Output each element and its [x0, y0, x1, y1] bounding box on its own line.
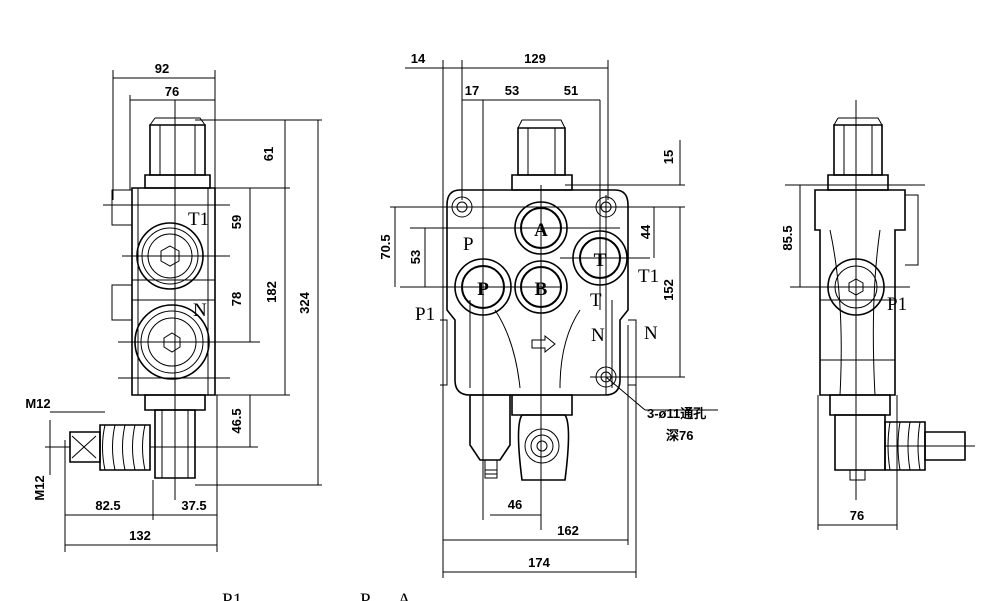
dim-92: 92	[155, 61, 169, 76]
label-p1: P1	[415, 304, 435, 325]
dim-132: 132	[129, 528, 151, 543]
dim-46-5: 46.5	[229, 408, 244, 433]
dim-324: 324	[297, 291, 312, 313]
dim-85-5: 85.5	[780, 225, 795, 250]
right-side-view	[785, 100, 975, 530]
dim-15: 15	[661, 150, 676, 164]
dim-m12-side: M12	[32, 475, 47, 500]
label-p1-right: P1	[887, 294, 907, 315]
label-p: P	[463, 234, 474, 255]
partial-label-p-a: P — A	[360, 590, 411, 601]
label-t1: T1	[188, 209, 209, 230]
partial-label-p1: P1	[222, 590, 242, 601]
dim-17: 17	[465, 83, 479, 98]
dim-182: 182	[264, 281, 279, 303]
dim-129: 129	[524, 51, 546, 66]
dim-82-5: 82.5	[95, 498, 120, 513]
dim-174: 174	[528, 555, 550, 570]
port-b-label: B	[535, 279, 548, 300]
label-t: T	[590, 290, 602, 311]
port-p-label: P	[477, 279, 489, 300]
dim-61: 61	[261, 147, 276, 161]
dim-70-5: 70.5	[378, 234, 393, 259]
dim-53-side: 53	[408, 250, 423, 264]
label-n-outside: N	[644, 323, 658, 344]
label-n: N	[193, 300, 207, 321]
label-t1: T1	[638, 266, 659, 287]
dim-44: 44	[638, 224, 653, 239]
dim-162: 162	[557, 523, 579, 538]
note-through-holes: 3-ø11通孔	[647, 406, 706, 421]
dim-14: 14	[411, 51, 426, 66]
front-view	[390, 60, 718, 578]
dim-76-right: 76	[850, 508, 864, 523]
dim-53-top: 53	[505, 83, 519, 98]
dim-152: 152	[661, 279, 676, 301]
dim-76: 76	[165, 84, 179, 99]
dim-78: 78	[229, 292, 244, 306]
note-depth: 深76	[666, 428, 693, 443]
label-n-inside: N	[591, 325, 605, 346]
dim-37-5: 37.5	[181, 498, 206, 513]
left-side-view	[45, 70, 322, 552]
dim-59: 59	[229, 215, 244, 229]
port-t-label: T	[594, 250, 607, 271]
port-a-label: A	[534, 220, 548, 241]
dim-m12-top: M12	[25, 396, 50, 411]
dim-51: 51	[564, 83, 578, 98]
dim-46: 46	[508, 497, 522, 512]
